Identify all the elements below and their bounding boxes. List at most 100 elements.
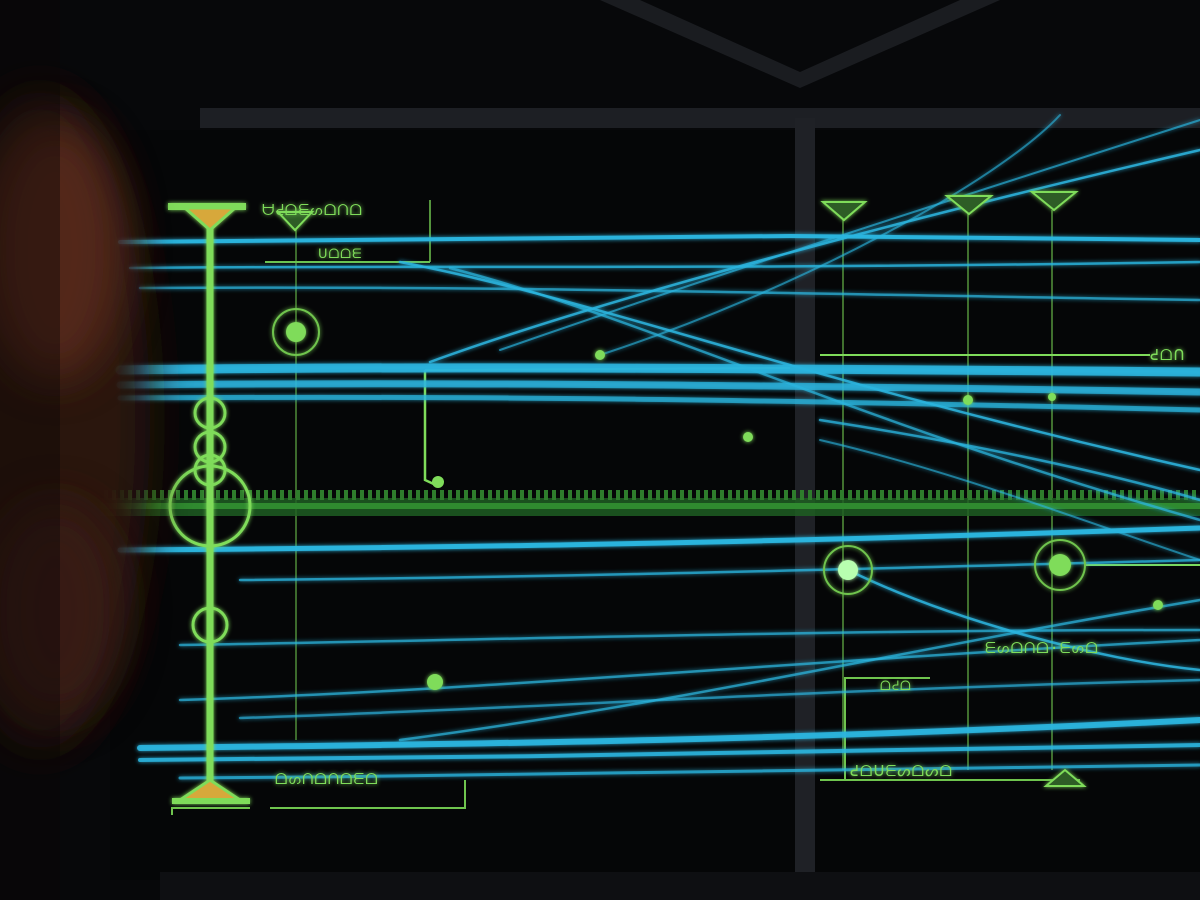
ruler-tick (560, 490, 564, 500)
ruler-tick (472, 490, 476, 500)
ruler-tick (752, 490, 756, 500)
ruler-tick (272, 490, 276, 500)
ruler-tick (520, 490, 524, 500)
ruler-tick (960, 490, 964, 500)
ruler-tick (720, 490, 724, 500)
ruler-tick (1088, 490, 1092, 500)
ruler-tick (216, 490, 220, 500)
ruler-tick (968, 490, 972, 500)
ruler-tick (992, 490, 996, 500)
ruler-tick (360, 490, 364, 500)
ruler-tick (296, 490, 300, 500)
triangle-marker-icon (1029, 191, 1079, 212)
ruler-tick (1168, 490, 1172, 500)
ruler-tick (912, 490, 916, 500)
glyph-label-bottom-left: ᗝᔕᑎᗝᑎᗝᗴᗝ (275, 770, 379, 788)
data-stream (138, 743, 1200, 762)
ruler-tick (552, 490, 556, 500)
ruler-tick (480, 490, 484, 500)
glyph-labels: ᗨᕍᗝᗴᔕᗝᑎᗝ ᑌᗝᗝᗴ ᕍᗝᑎ ᗴᔕᗝᑎᗝ·ᗴᔕᗝ ᗝᕍᗝ ᗝᔕᑎᗝᑎᗝᗴᗝ… (262, 201, 1184, 788)
glyph-label-bottom-right: ᕍᗝᑌᗴᔕᗝᔕᗝ (850, 762, 953, 780)
ruler-tick (1120, 490, 1124, 500)
ruler-tick (1040, 490, 1044, 500)
ruler-tick (224, 490, 228, 500)
data-stream (398, 260, 1200, 472)
ruler-tick (1144, 490, 1148, 500)
ruler-tick (184, 490, 188, 500)
ruler-tick (1064, 490, 1068, 500)
ruler-tick (584, 490, 588, 500)
ruler-tick (808, 490, 812, 500)
ruler-tick (336, 490, 340, 500)
ruler-tick (280, 490, 284, 500)
ruler-tick (632, 490, 636, 500)
ruler-tick (352, 490, 356, 500)
vertical-axis (168, 203, 252, 804)
ruler-tick (864, 490, 868, 500)
ruler-tick (592, 490, 596, 500)
ruler-tick (832, 490, 836, 500)
data-stream (819, 439, 1200, 561)
ruler-tick (576, 490, 580, 500)
ruler-tick (640, 490, 644, 500)
data-stream (117, 394, 1200, 413)
ruler-tick (904, 490, 908, 500)
data-stream (128, 260, 1200, 270)
data-stream (118, 233, 1200, 244)
ruler-tick (728, 490, 732, 500)
ruler-tick (1136, 490, 1140, 500)
ruler-tick (424, 490, 428, 500)
foreground-figure (0, 0, 150, 900)
ruler-tick (304, 490, 308, 500)
ruler-tick (696, 490, 700, 500)
ruler-tick (408, 490, 412, 500)
ruler-tick (536, 490, 540, 500)
ruler-tick (512, 490, 516, 500)
ruler-tick (744, 490, 748, 500)
ruler-tick (1176, 490, 1180, 500)
ruler-tick (760, 490, 764, 500)
ruler-tick (1096, 490, 1100, 500)
ruler-tick (872, 490, 876, 500)
ruler-tick (824, 490, 828, 500)
ruler-tick (1072, 490, 1076, 500)
ruler-tick (232, 490, 236, 500)
ruler-tick (1104, 490, 1108, 500)
ruler-tick (856, 490, 860, 500)
ruler-tick (176, 490, 180, 500)
triangle-marker-icon (172, 778, 250, 804)
ruler-tick (568, 490, 572, 500)
bright-node-icon (823, 545, 873, 595)
ruler-tick (328, 490, 332, 500)
triangle-marker-icon (168, 203, 246, 232)
ruler-tick (264, 490, 268, 500)
top-frame-bar (200, 108, 1200, 128)
triangle-marker-icon (1043, 768, 1087, 787)
ruler-tick (1024, 490, 1028, 500)
glyph-label-top-left: ᗨᕍᗝᗴᔕᗝᑎᗝ (262, 201, 363, 219)
ruler-tick (880, 490, 884, 500)
markers (272, 191, 1163, 787)
ring-node-icon (1034, 539, 1086, 591)
ruler-tick (384, 490, 388, 500)
data-stream (117, 525, 1200, 553)
data-streams (115, 114, 1200, 780)
ruler-tick (616, 490, 620, 500)
ruler-tick (792, 490, 796, 500)
ruler-tick (152, 490, 156, 500)
ruler-tick (288, 490, 292, 500)
ruler-tick (928, 490, 932, 500)
data-stream (238, 678, 1200, 720)
data-stream (178, 763, 1200, 780)
ruler-tick (344, 490, 348, 500)
ruler-tick (416, 490, 420, 500)
ruler-tick (1056, 490, 1060, 500)
ruler-tick (544, 490, 548, 500)
data-stream (138, 286, 1200, 302)
ruler-tick (1016, 490, 1020, 500)
ruler-tick (456, 490, 460, 500)
data-stream (499, 119, 1200, 351)
ruler-tick (200, 490, 204, 500)
ruler-tick (160, 490, 164, 500)
